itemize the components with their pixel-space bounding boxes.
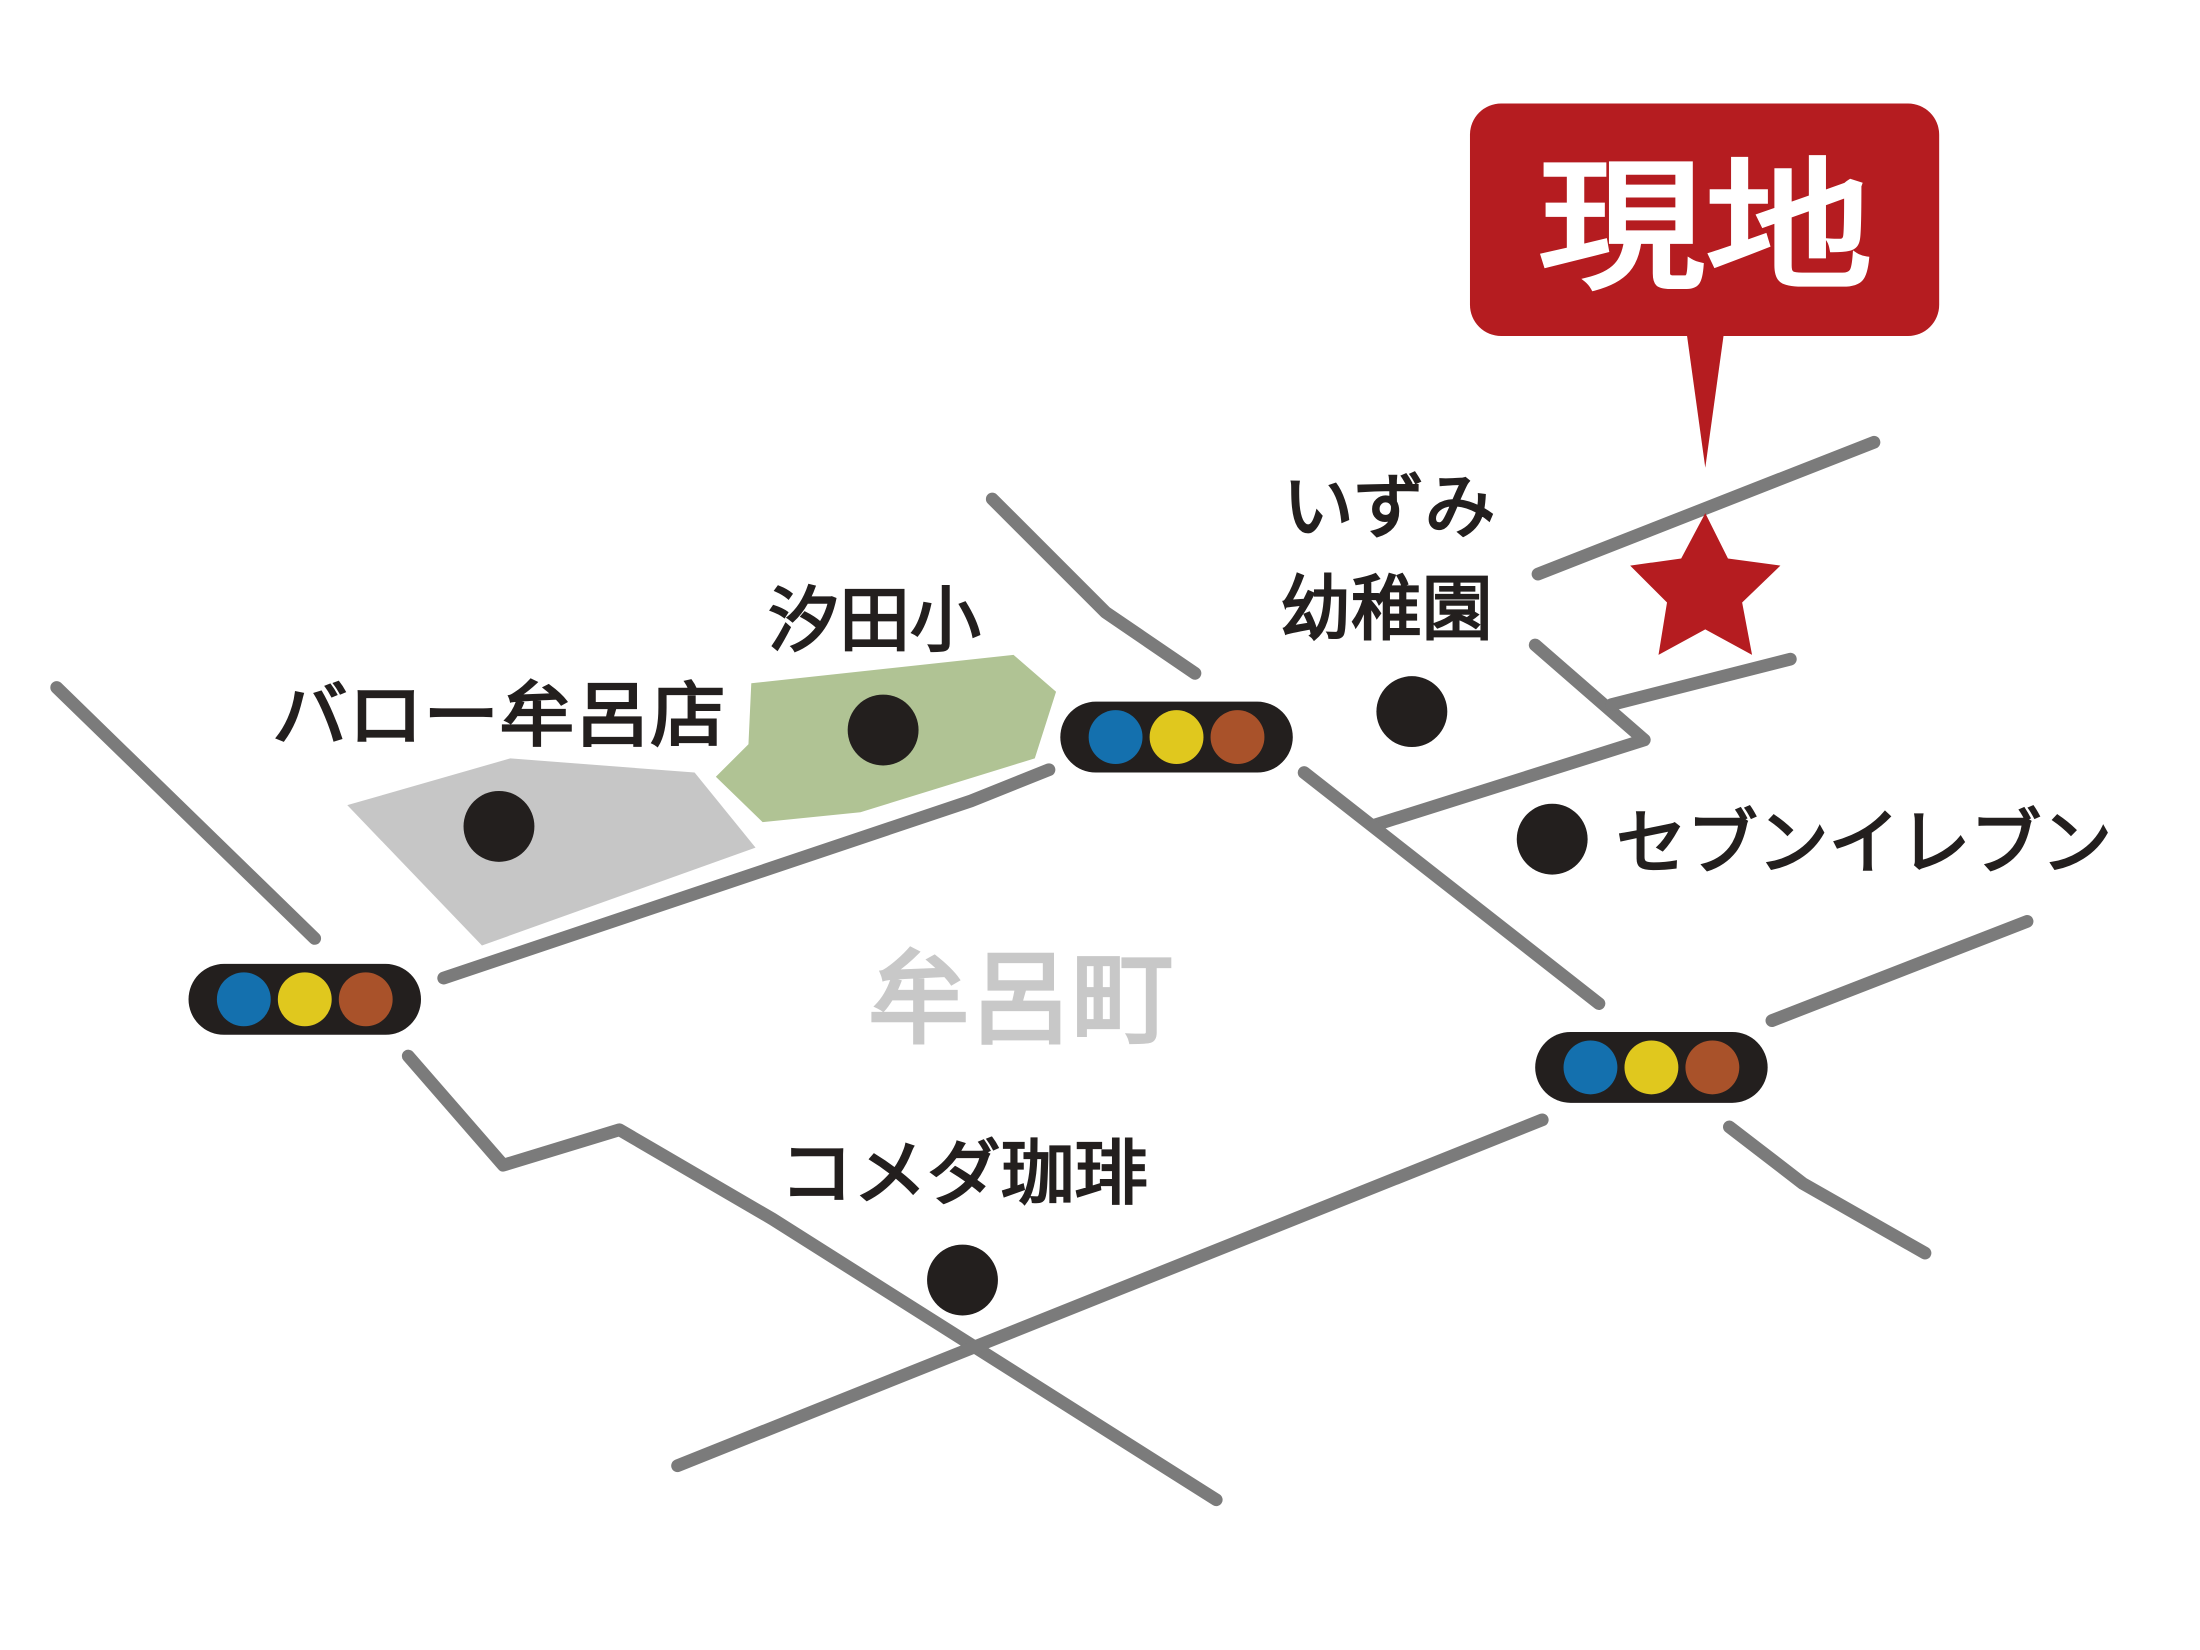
kindergarten-label-line2: 幼稚園 bbox=[1280, 568, 1493, 651]
destination-label: 現地 bbox=[1538, 145, 1873, 310]
road bbox=[1605, 652, 1797, 711]
destination-star-icon bbox=[1630, 513, 1781, 655]
traffic-light-icon bbox=[1530, 1027, 1772, 1108]
road bbox=[437, 763, 1056, 985]
kindergarten-label-line1: いずみ bbox=[1283, 466, 1496, 549]
store-area bbox=[347, 758, 756, 946]
roads bbox=[50, 435, 2034, 1507]
labels: 牟呂町 いずみ 幼稚園 汐田小 バロー牟呂店 セブンイレブン コメダ珈琲 bbox=[272, 466, 2112, 1215]
landmark-dots bbox=[463, 676, 1588, 1316]
traffic-lights bbox=[184, 697, 1772, 1108]
area-name: 牟呂町 bbox=[868, 941, 1174, 1060]
traffic-light-icon bbox=[184, 959, 426, 1040]
road bbox=[671, 1113, 1549, 1473]
destination-callout: 現地 bbox=[1469, 103, 1940, 468]
road bbox=[50, 681, 322, 945]
road bbox=[1765, 915, 2034, 1027]
road bbox=[1297, 766, 1606, 1010]
kindergarten-dot-icon bbox=[1376, 676, 1448, 748]
road bbox=[1723, 1120, 1932, 1260]
convenience-store-label: セブンイレブン bbox=[1616, 802, 2112, 885]
cafe-label: コメダ珈琲 bbox=[780, 1132, 1149, 1215]
road bbox=[1368, 638, 1651, 832]
road bbox=[1531, 435, 1881, 581]
road bbox=[985, 492, 1202, 680]
school-dot-icon bbox=[847, 694, 919, 766]
store-dot-icon bbox=[463, 790, 535, 862]
road bbox=[401, 1049, 1223, 1507]
cafe-dot-icon bbox=[927, 1244, 998, 1316]
store-label: バロー牟呂店 bbox=[272, 674, 726, 757]
traffic-light-icon bbox=[1056, 697, 1298, 777]
convenience-store-dot-icon bbox=[1516, 803, 1588, 875]
school-label: 汐田小 bbox=[768, 579, 981, 662]
